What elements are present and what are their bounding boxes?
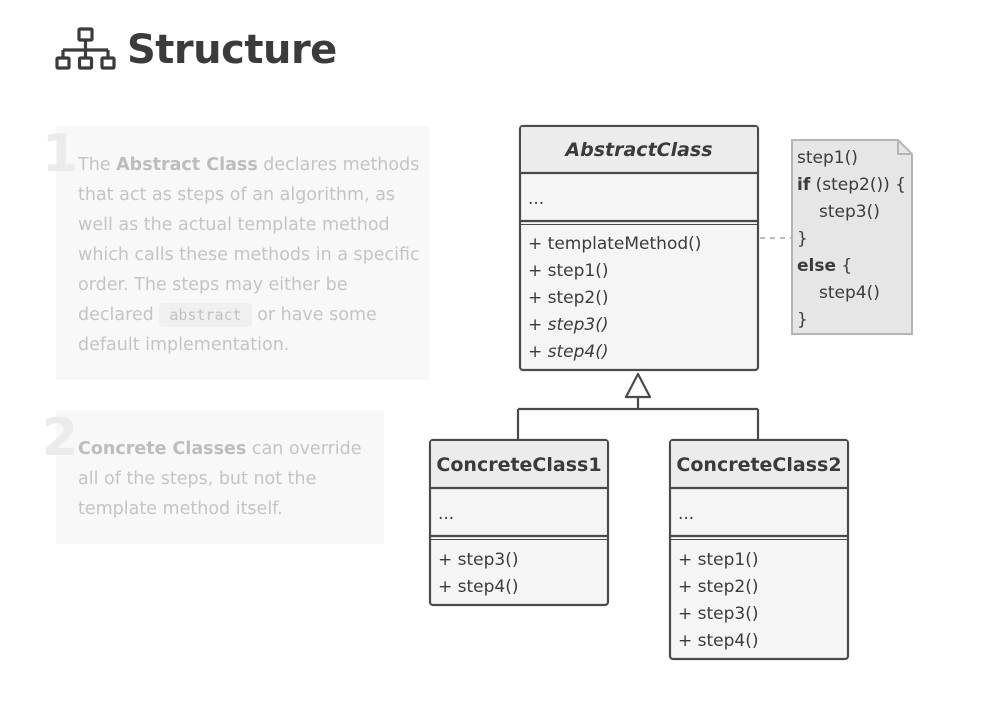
code-text: (step2()) { [810,175,906,195]
code-text: step1() [797,148,858,168]
class-name: ConcreteClass1 [436,454,601,476]
note-line: else { [797,256,852,276]
page-title: Structure [127,27,337,73]
class-method: + step3() [678,604,759,624]
step-description: Concrete Classes can override all of the… [78,434,376,524]
step-description: The Abstract Class declares methods that… [78,150,421,360]
class-fields: ... [528,189,544,209]
note-line: step3() [819,202,880,222]
class-method: + step4() [438,577,519,597]
note-line: } [797,229,808,249]
class-fields: ... [678,504,694,524]
class-method: + step1() [528,261,609,281]
bold-term: Concrete Classes [78,439,247,459]
text-run: can override all of the steps, but not t… [78,439,362,519]
class-name: AbstractClass [563,139,712,161]
template-method-note: step1() if (step2()) { step3()} else { step4… [791,139,913,335]
class-method: + step4() [678,631,759,651]
code-text: step4() [819,283,880,303]
code-text: } [797,229,808,249]
class-name: ConcreteClass2 [676,454,841,476]
keyword: if [797,175,811,195]
class-method: + step3() [528,315,609,335]
class-method: + step1() [678,550,759,570]
note-line: step4() [819,283,880,303]
class-method: + step2() [678,577,759,597]
keyword: else [797,256,836,276]
concrete-class-1-box: ConcreteClass1 ... + step3() + step4() [428,438,610,607]
step-number: 2 [42,408,79,468]
text-run: The [78,155,117,175]
page-header: Structure [55,24,337,76]
bold-term: Abstract Class [116,155,258,175]
structure-icon [55,27,116,70]
concrete-class-2-box: ConcreteClass2 ... + step1() + step2() + s… [668,438,850,661]
step-number: 1 [42,124,79,184]
class-method: + step2() [528,288,609,308]
abstract-class-box: AbstractClass ... + templateMethod() + st… [518,124,760,372]
code-text: { [836,256,852,276]
text-run: or have some default implementation. [78,305,377,355]
step-note-2: 2 Concrete Classes can override all of t… [42,410,384,544]
code-text: } [797,310,808,330]
note-line: step1() [797,148,858,168]
inline-code: abstract [159,303,252,327]
code-text: step3() [819,202,880,222]
text-run: declares methods that act as steps of an… [78,155,420,325]
note-line: if (step2()) { [797,175,906,195]
note-line: } [797,310,808,330]
class-method: + step3() [438,550,519,570]
step-note-1: 1 The Abstract Class declares methods th… [42,126,429,380]
class-method: + templateMethod() [528,234,701,254]
inheritance-arrow [516,372,760,440]
class-method: + step4() [528,342,609,362]
class-fields: ... [438,504,454,524]
